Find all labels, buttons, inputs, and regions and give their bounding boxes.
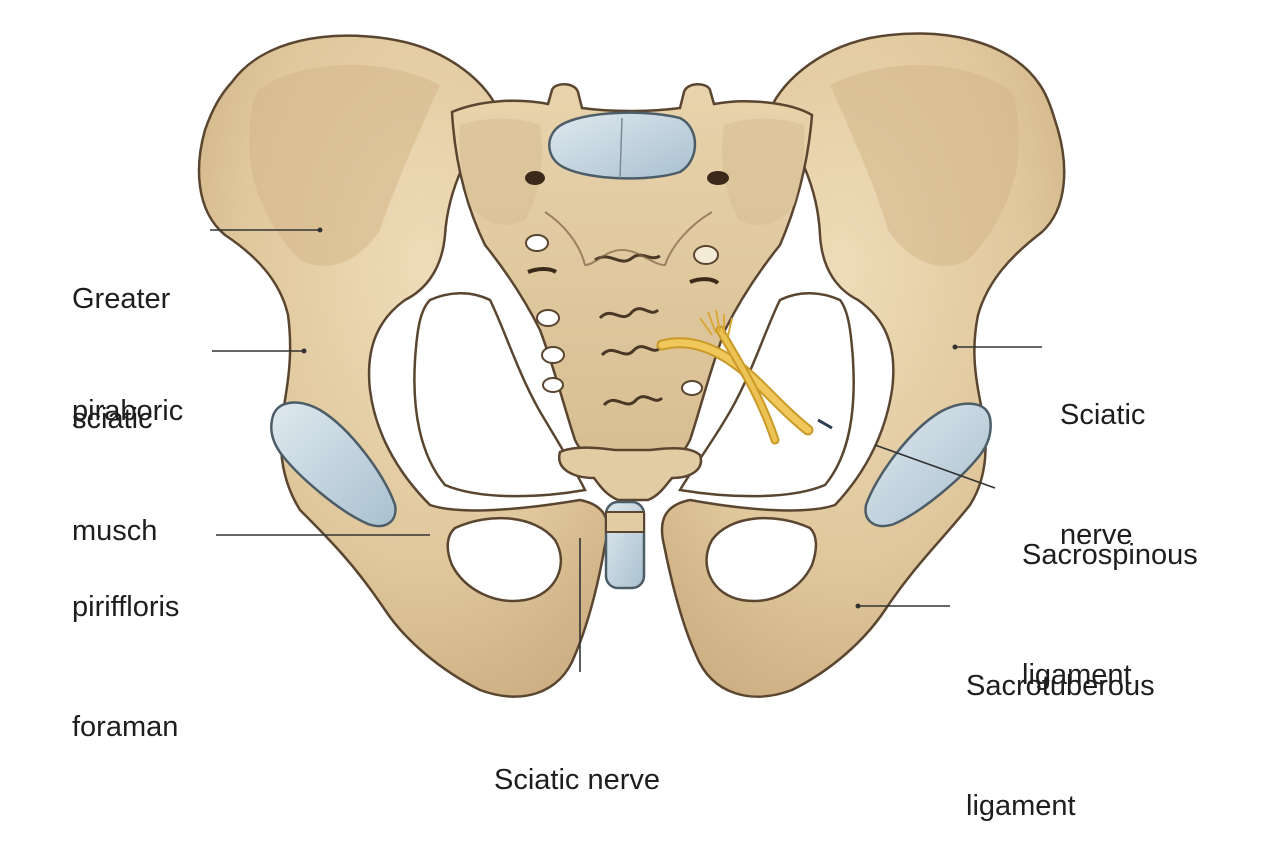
leader-dot	[301, 348, 307, 354]
sacral-foramen	[693, 245, 719, 265]
sacral-foramen	[541, 346, 565, 364]
label-line: Sacrotuberous	[966, 670, 1155, 702]
label-piraboric-musch: piraboric musch	[72, 311, 183, 591]
label-sacrotuberous-ligament: Sacrotuberous ligament	[966, 586, 1155, 866]
sacral-crest-contour	[544, 211, 713, 267]
left-pelvic-inlet-gap	[413, 292, 587, 498]
sacral-slit	[527, 267, 558, 274]
sacral-slit	[689, 277, 720, 285]
leader-lines	[210, 227, 1042, 672]
sacral-wing-right-shade	[722, 118, 805, 225]
label-sacrospinous-ligament: Sacrospinous ligament	[1022, 455, 1198, 735]
sacrum	[450, 83, 814, 472]
nerve-fibers	[699, 309, 733, 337]
label-line: nerve	[1060, 519, 1133, 551]
sacral-foramen	[542, 377, 564, 393]
bone-mark	[817, 418, 833, 430]
leader-dot	[855, 603, 861, 609]
sciatic-nerve-bundle	[656, 309, 814, 445]
pubic-symphysis	[604, 500, 646, 590]
symphysis-top-band	[605, 511, 645, 533]
sacral-foramen	[681, 380, 703, 396]
label-line: ligament	[1022, 659, 1132, 691]
label-line: Sacrospinous	[1022, 539, 1198, 571]
label-line: foraman	[72, 711, 179, 743]
leader-sacrospinous	[874, 444, 996, 489]
coccyx	[558, 446, 703, 502]
label-line: sciatic	[72, 403, 153, 435]
label-line: Sciatic	[1060, 399, 1146, 431]
left-hip-bone	[197, 34, 609, 698]
sacral-notch-right	[707, 171, 729, 185]
sacral-ridge	[602, 395, 664, 407]
label-piriffloris-foraman: piriffloris foraman	[72, 507, 179, 787]
leader-dot	[952, 344, 958, 350]
sacral-wing-left-shade	[459, 118, 542, 225]
sacral-ridge	[594, 253, 661, 263]
coccyx-bone	[558, 446, 703, 502]
left-iliac-fossa-shade	[249, 64, 440, 266]
label-line: Sciatic nerve	[494, 764, 661, 796]
sacral-foramen	[525, 234, 549, 252]
left-obturator-foramen	[446, 516, 563, 603]
label-line: ligament	[966, 790, 1076, 822]
right-obturator-foramen	[705, 516, 818, 603]
label-greater-sciatic: Greater sciatic	[72, 199, 170, 479]
pelvis-diagram	[197, 32, 1066, 698]
sacral-ridge	[598, 307, 660, 320]
leader-dot	[317, 227, 323, 233]
nerve-strand	[658, 339, 812, 434]
nerve-strand	[717, 327, 778, 443]
label-sciatic-nerve-bottom: Sciatic nerve	[494, 680, 660, 840]
disc-center-line	[619, 117, 623, 179]
label-line: musch	[72, 515, 158, 547]
label-line: piriffloris	[72, 591, 180, 623]
sacral-ridge	[600, 345, 662, 357]
sacral-notch-left	[525, 171, 545, 185]
left-acetabulum-cartilage	[270, 401, 397, 528]
sacral-foramen	[536, 309, 560, 327]
label-sciatic-nerve-right: Sciatic nerve	[1060, 315, 1145, 595]
sacral-promontory-disc	[548, 111, 697, 180]
label-line: piraboric	[72, 395, 184, 427]
right-iliac-fossa-shade	[830, 65, 1019, 266]
label-line: Greater	[72, 283, 171, 315]
